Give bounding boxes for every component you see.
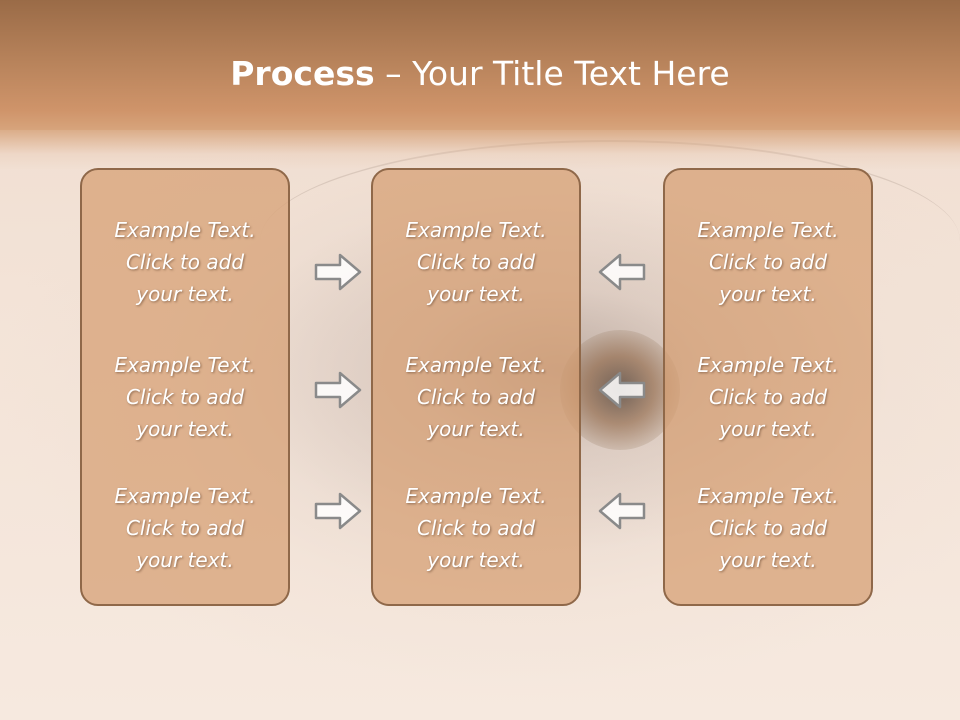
text-line: Example Text. [114, 353, 256, 377]
text-line: Example Text. [114, 218, 256, 242]
text-line: your text. [719, 548, 817, 572]
text-line: Click to add [708, 250, 828, 274]
arrow-right-icon[interactable] [314, 491, 362, 531]
text-line: Click to add [416, 250, 536, 274]
text-line: Click to add [125, 250, 245, 274]
text-placeholder[interactable]: Example Text. Click to add your text. [665, 214, 871, 310]
arrow-left-icon[interactable] [598, 491, 646, 531]
text-placeholder[interactable]: Example Text. Click to add your text. [373, 349, 579, 445]
text-line: Example Text. [697, 353, 839, 377]
text-line: your text. [136, 417, 234, 441]
text-line: Click to add [416, 516, 536, 540]
text-line: Click to add [708, 385, 828, 409]
text-line: your text. [427, 417, 525, 441]
text-placeholder[interactable]: Example Text. Click to add your text. [373, 214, 579, 310]
arrow-left-icon[interactable] [598, 252, 646, 292]
text-placeholder[interactable]: Example Text. Click to add your text. [373, 480, 579, 576]
text-line: Click to add [125, 385, 245, 409]
text-placeholder[interactable]: Example Text. Click to add your text. [665, 349, 871, 445]
text-line: Example Text. [405, 353, 547, 377]
text-line: Click to add [125, 516, 245, 540]
arrow-right-icon[interactable] [314, 252, 362, 292]
text-line: your text. [136, 548, 234, 572]
process-box-left[interactable]: Example Text. Click to add your text. Ex… [80, 168, 290, 606]
title-bold-text: Process [230, 54, 375, 93]
text-line: Click to add [708, 516, 828, 540]
text-line: your text. [719, 282, 817, 306]
text-line: your text. [427, 548, 525, 572]
text-line: Click to add [416, 385, 536, 409]
slide-title[interactable]: Process – Your Title Text Here [0, 52, 960, 96]
arrow-left-icon[interactable] [598, 370, 646, 410]
text-placeholder[interactable]: Example Text. Click to add your text. [665, 480, 871, 576]
text-line: Example Text. [405, 218, 547, 242]
text-line: Example Text. [697, 484, 839, 508]
text-line: Example Text. [114, 484, 256, 508]
text-line: Example Text. [697, 218, 839, 242]
title-bar [0, 0, 960, 130]
text-placeholder[interactable]: Example Text. Click to add your text. [82, 214, 288, 310]
text-line: your text. [719, 417, 817, 441]
process-box-right[interactable]: Example Text. Click to add your text. Ex… [663, 168, 873, 606]
arrow-right-icon[interactable] [314, 370, 362, 410]
text-line: your text. [136, 282, 234, 306]
text-line: Example Text. [405, 484, 547, 508]
text-placeholder[interactable]: Example Text. Click to add your text. [82, 349, 288, 445]
process-box-middle[interactable]: Example Text. Click to add your text. Ex… [371, 168, 581, 606]
text-line: your text. [427, 282, 525, 306]
title-bar-fade [0, 130, 960, 170]
text-placeholder[interactable]: Example Text. Click to add your text. [82, 480, 288, 576]
title-rest-text: – Your Title Text Here [374, 54, 730, 93]
